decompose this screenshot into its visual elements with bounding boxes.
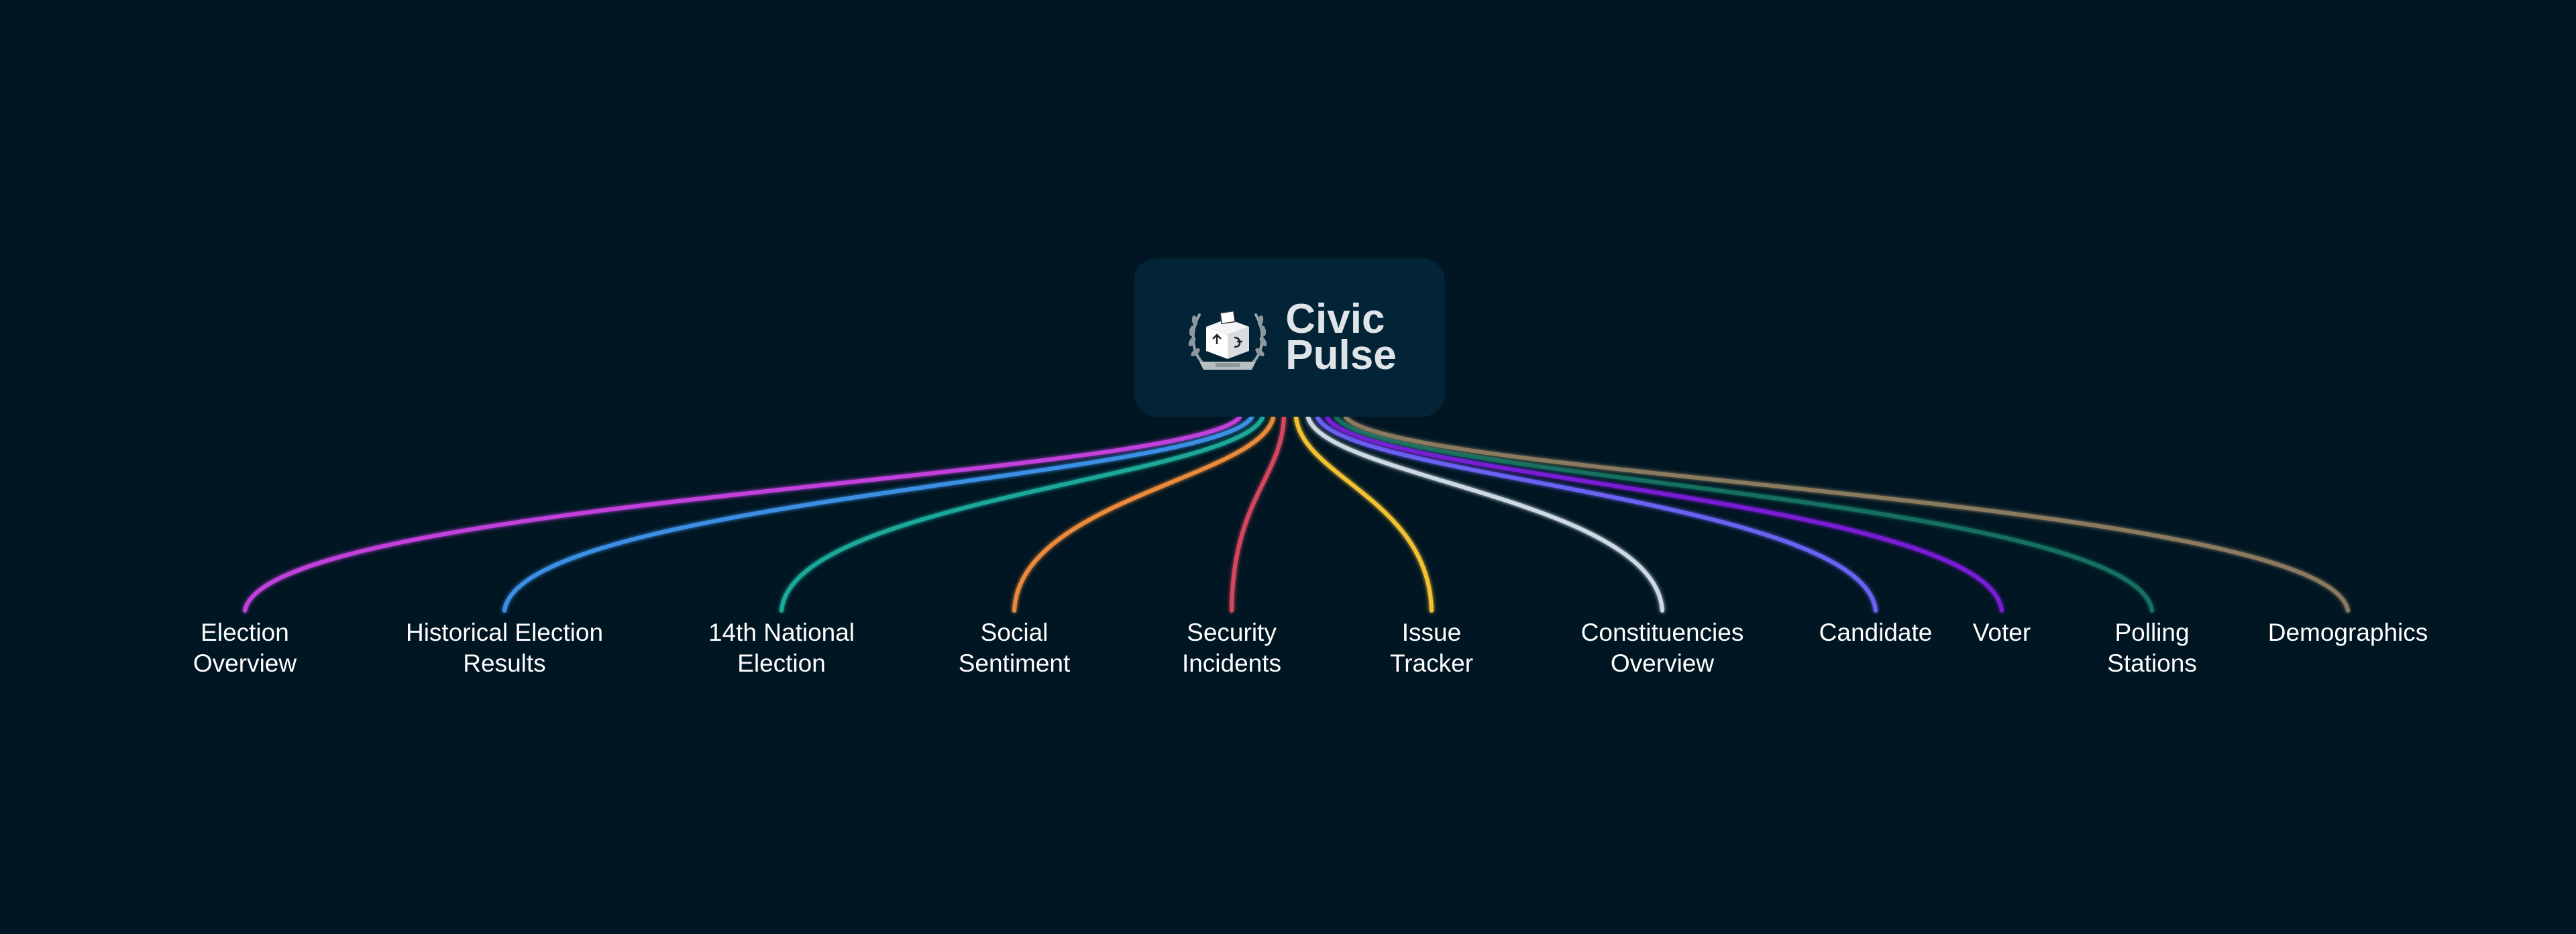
brand-title-line-1: Civic xyxy=(1285,296,1385,342)
connector-line xyxy=(780,415,1265,613)
child-node-label: Incidents xyxy=(1181,650,1282,677)
child-node-label: Voter xyxy=(1972,619,2031,646)
child-node-label: Candidate xyxy=(1819,619,1933,646)
connector-line xyxy=(1230,415,1286,613)
connector-line xyxy=(1344,415,2350,613)
child-node-label: Tracker xyxy=(1389,650,1474,677)
child-node-label: 14th National xyxy=(708,619,855,646)
child-node-label: Social xyxy=(980,619,1049,646)
child-node[interactable]: Voter xyxy=(1973,617,2031,648)
child-node-label: Stations xyxy=(2107,650,2197,677)
connector-line xyxy=(1306,415,1664,613)
child-node-label: Overview xyxy=(193,650,297,677)
connector-line xyxy=(1334,415,2154,613)
child-node-label: Historical Election xyxy=(405,619,604,646)
child-node[interactable]: Candidate xyxy=(1819,617,1933,648)
child-node-label: Election xyxy=(201,619,289,646)
connector-line xyxy=(1316,415,1878,613)
child-node-label: Polling xyxy=(2114,619,2190,646)
connector-line xyxy=(502,415,1254,613)
connector-line xyxy=(243,415,1242,613)
child-node[interactable]: Demographics xyxy=(2268,617,2428,648)
child-node-label: Demographics xyxy=(2267,619,2428,646)
connector-line xyxy=(1012,415,1275,613)
child-node-label: Election xyxy=(737,650,826,677)
child-node-label: Overview xyxy=(1610,650,1715,677)
root-node-civic-pulse[interactable]: Civic Pulse xyxy=(1134,258,1445,417)
child-node-label: Issue xyxy=(1401,619,1462,646)
child-node-label: Constituencies xyxy=(1580,619,1744,646)
brand-title: Civic Pulse xyxy=(1285,296,1397,378)
connector-line xyxy=(1294,415,1434,613)
brand-title-line-2: Pulse xyxy=(1285,332,1397,378)
child-node-label: Sentiment xyxy=(958,650,1071,677)
connector-line xyxy=(1325,415,2004,613)
child-node-label: Security xyxy=(1187,619,1277,646)
child-node-label: Results xyxy=(463,650,546,677)
ballot-box-laurel-icon xyxy=(1188,310,1267,370)
